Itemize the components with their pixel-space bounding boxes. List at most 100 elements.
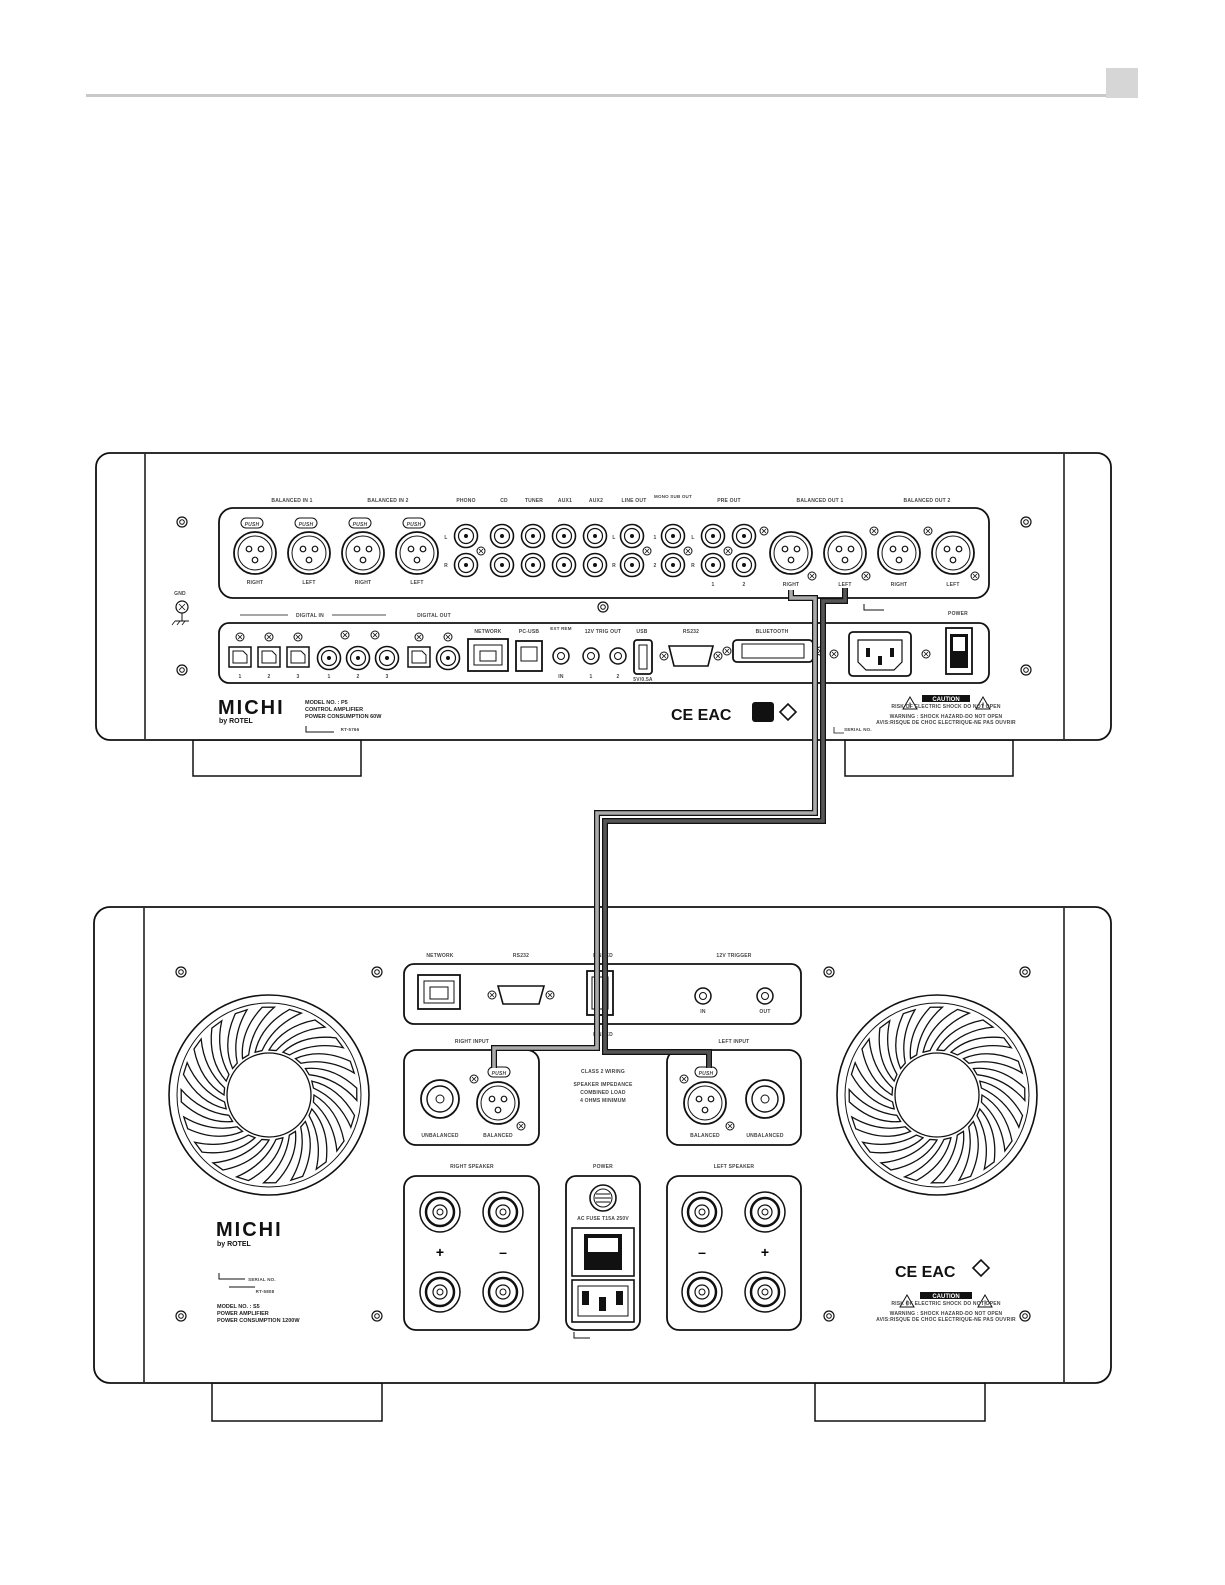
label-r-2: R [612,563,616,569]
label-aux1: AUX1 [558,498,572,504]
pa-right-speaker-minus-upper[interactable] [481,1190,525,1234]
fan-blade [261,1130,297,1184]
poweramp-warning-fr: AVIS:RISQUE DE CHOC ELECTRIQUE-NE PAS OU… [876,1317,1016,1323]
label-digital-in: DIGITAL IN [296,613,324,619]
label-out2-left: LEFT [946,582,959,588]
pa-trigger-in-jack[interactable] [694,987,712,1005]
label-l-3: L [691,535,694,541]
poweramp-caution-sub: RISK OF ELECTRIC SHOCK DO NOT OPEN [891,1301,1000,1307]
push-label-4: PUSH [407,522,422,528]
ground-terminal[interactable] [171,600,189,626]
pa-label-trig-out: OUT [759,1009,770,1015]
fan-blade [289,1120,311,1182]
pa-right-speaker-plus-upper[interactable] [418,1190,462,1234]
pa-label-right-unbalanced: UNBALANCED [421,1133,458,1139]
label-ext-in: IN [558,674,564,680]
bluetooth-antenna-port[interactable] [722,639,825,663]
rs232-port[interactable] [659,645,723,667]
label-l-2: L [612,535,615,541]
push-label-3: PUSH [353,522,368,528]
label-balanced-out-1: BALANCED OUT 1 [797,498,844,504]
trig-out-2-jack[interactable] [609,647,627,665]
label-power: POWER [948,611,968,617]
pa-push-left: PUSH [699,1071,714,1077]
label-right-2: RIGHT [355,580,372,586]
pa-ac-inlet[interactable] [571,1279,635,1323]
usb-port[interactable] [633,639,653,675]
pa-right-speaker-minus-lower[interactable] [481,1270,525,1314]
pa-label-power: POWER [593,1164,613,1170]
preamp-rcm-icon [778,702,798,722]
label-trig-2: 2 [617,674,620,680]
pc-usb-port[interactable] [515,640,543,672]
label-cd: CD [500,498,508,504]
fan-blade [308,1107,328,1171]
label-din-3: 3 [297,674,300,680]
ext-rem-jack[interactable] [552,647,570,665]
page-number-tab [1106,68,1138,98]
fan-blade [304,1067,358,1103]
pa-right-plus-sign: + [436,1244,444,1260]
pa-right-minus-sign: – [499,1244,507,1260]
poweramp-rear-panel: NETWORK RS232 LINKED LINKED 12V TRIGGER … [93,906,1112,1422]
ac-power-inlet[interactable] [829,631,931,677]
preamp-foot-left [192,739,362,777]
pa-impedance-2: COMBINED LOAD [580,1090,626,1096]
pa-left-speaker-minus-lower[interactable] [680,1270,724,1314]
fan-blade [210,1019,230,1083]
label-usb: USB [636,629,647,635]
poweramp-foot-left [211,1382,383,1422]
preamp-warning-fr: AVIS:RISQUE DE CHOC ELECTRIQUE-NE PAS OU… [876,720,1016,726]
pa-push-right: PUSH [492,1071,507,1077]
pa-left-speaker-minus-upper[interactable] [680,1190,724,1234]
fan-blade [902,1136,952,1182]
fan-blade [254,1008,304,1054]
pa-left-unbalanced-rca[interactable] [745,1079,785,1119]
label-trig-out: 12V TRIG OUT [585,629,622,635]
pa-fuse-holder[interactable] [589,1184,617,1212]
pa-label-trig-in: IN [700,1009,706,1015]
fan-blade [850,1115,912,1137]
pa-rs232-port[interactable] [487,985,555,1005]
poweramp-model-no: MODEL NO. : S5 [217,1304,260,1310]
preamp-caution-label: CAUTION RISK OF ELECTRIC SHOCK DO NOT OP… [876,695,1016,726]
label-l: L [444,535,447,541]
digital-in-coax-3[interactable] [374,645,400,671]
pa-power-switch[interactable] [571,1227,635,1277]
label-coax-3: 3 [386,674,389,680]
preamp-power-consumption: POWER CONSUMPTION 60W [305,714,382,720]
preamp-caution-sub: RISK OF ELECTRIC SHOCK DO NOT OPEN [891,704,1000,710]
fan-blade [861,1037,894,1097]
fan-blade [909,1006,945,1060]
preamp-digital-panel [218,622,990,684]
preamp-rt-code: RT-5766 [341,727,360,732]
trig-out-1-jack[interactable] [582,647,600,665]
fan-blade [879,1138,939,1171]
label-tuner: TUNER [525,498,543,504]
pa-impedance-1: SPEAKER IMPEDANCE [574,1082,633,1088]
fan-blade [211,1138,271,1171]
pa-label-right-speaker: RIGHT SPEAKER [450,1164,494,1170]
pa-right-unbalanced-rca[interactable] [420,1079,460,1119]
cooling-fan-left [168,994,370,1196]
cable-left-channel [603,588,847,1068]
fan-blade [234,1136,284,1182]
pa-label-rs232: RS232 [513,953,529,959]
pa-left-speaker-plus-upper[interactable] [743,1190,787,1234]
power-switch[interactable] [945,627,973,675]
label-line-out: LINE OUT [622,498,647,504]
fan-blade [972,1067,1026,1103]
poweramp-brand-sub: by ROTEL [217,1241,252,1248]
label-ext-rem: EXT REM [550,626,571,631]
pa-left-speaker-plus-lower[interactable] [743,1270,787,1314]
pa-trigger-out-jack[interactable] [756,987,774,1005]
pa-label-left-balanced: BALANCED [690,1133,720,1139]
pa-network-port[interactable] [417,974,461,1010]
label-balanced-in-2: BALANCED IN 2 [367,498,408,504]
network-port[interactable] [467,638,509,672]
preamp-analog-panel [218,507,990,599]
label-rs232: RS232 [683,629,699,635]
pa-right-speaker-plus-lower[interactable] [418,1270,462,1314]
label-din-2: 2 [268,674,271,680]
preamp-caution-title: CAUTION [932,697,959,703]
